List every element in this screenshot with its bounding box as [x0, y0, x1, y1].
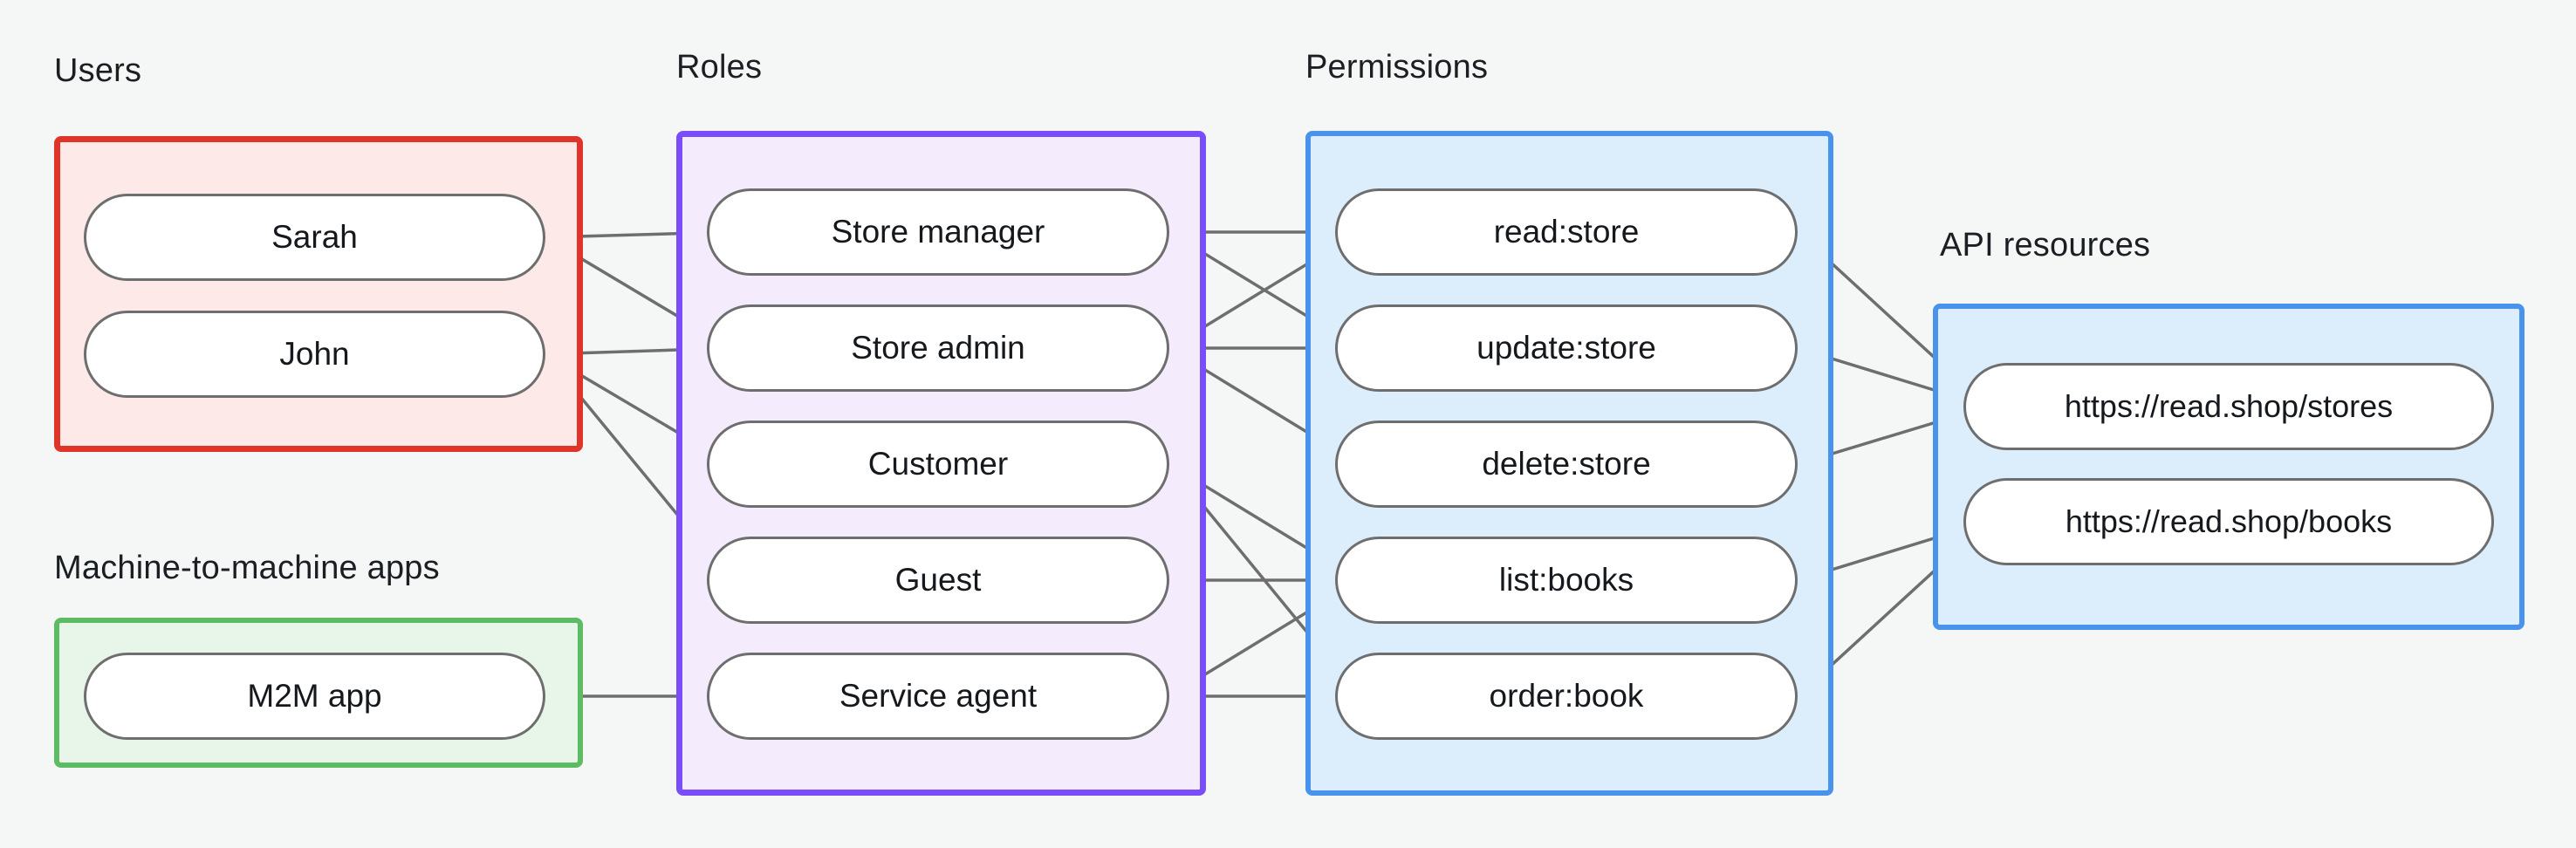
group-label-m2m: Machine-to-machine apps	[54, 550, 440, 586]
group-label-api-resources: API resources	[1940, 227, 2151, 263]
node-read-store[interactable]: read:store	[1335, 188, 1798, 276]
node-label-order-book: order:book	[1489, 678, 1644, 714]
node-update-store[interactable]: update:store	[1335, 304, 1798, 392]
node-label-stores-url: https://read.shop/stores	[2064, 388, 2394, 424]
node-john[interactable]: John	[84, 311, 545, 398]
node-guest[interactable]: Guest	[707, 537, 1169, 624]
node-order-book[interactable]: order:book	[1335, 653, 1798, 740]
group-label-roles: Roles	[676, 49, 763, 85]
node-store-admin[interactable]: Store admin	[707, 304, 1169, 392]
node-label-update-store: update:store	[1476, 330, 1656, 366]
node-label-service-agent: Service agent	[839, 678, 1038, 714]
node-label-sarah: Sarah	[271, 219, 358, 255]
group-label-users: Users	[54, 52, 142, 89]
node-sarah[interactable]: Sarah	[84, 194, 545, 281]
node-label-list-books: list:books	[1498, 562, 1634, 598]
node-label-books-url: https://read.shop/books	[2065, 503, 2393, 539]
node-service-agent[interactable]: Service agent	[707, 653, 1169, 740]
node-label-john: John	[279, 336, 350, 372]
node-label-store-admin: Store admin	[851, 330, 1025, 366]
node-label-store-manager: Store manager	[831, 214, 1045, 250]
node-store-manager[interactable]: Store manager	[707, 188, 1169, 276]
node-stores-url[interactable]: https://read.shop/stores	[1963, 363, 2494, 450]
group-container-users	[54, 136, 583, 452]
node-delete-store[interactable]: delete:store	[1335, 421, 1798, 508]
node-label-m2m-app: M2M app	[247, 678, 382, 714]
group-label-permissions: Permissions	[1305, 49, 1489, 85]
node-customer[interactable]: Customer	[707, 421, 1169, 508]
node-m2m-app[interactable]: M2M app	[84, 653, 545, 740]
node-label-read-store: read:store	[1493, 214, 1640, 250]
node-list-books[interactable]: list:books	[1335, 537, 1798, 624]
node-label-guest: Guest	[894, 562, 982, 598]
node-label-delete-store: delete:store	[1482, 446, 1651, 482]
group-container-api-resources	[1933, 304, 2525, 630]
node-label-customer: Customer	[867, 446, 1009, 482]
node-books-url[interactable]: https://read.shop/books	[1963, 478, 2494, 565]
